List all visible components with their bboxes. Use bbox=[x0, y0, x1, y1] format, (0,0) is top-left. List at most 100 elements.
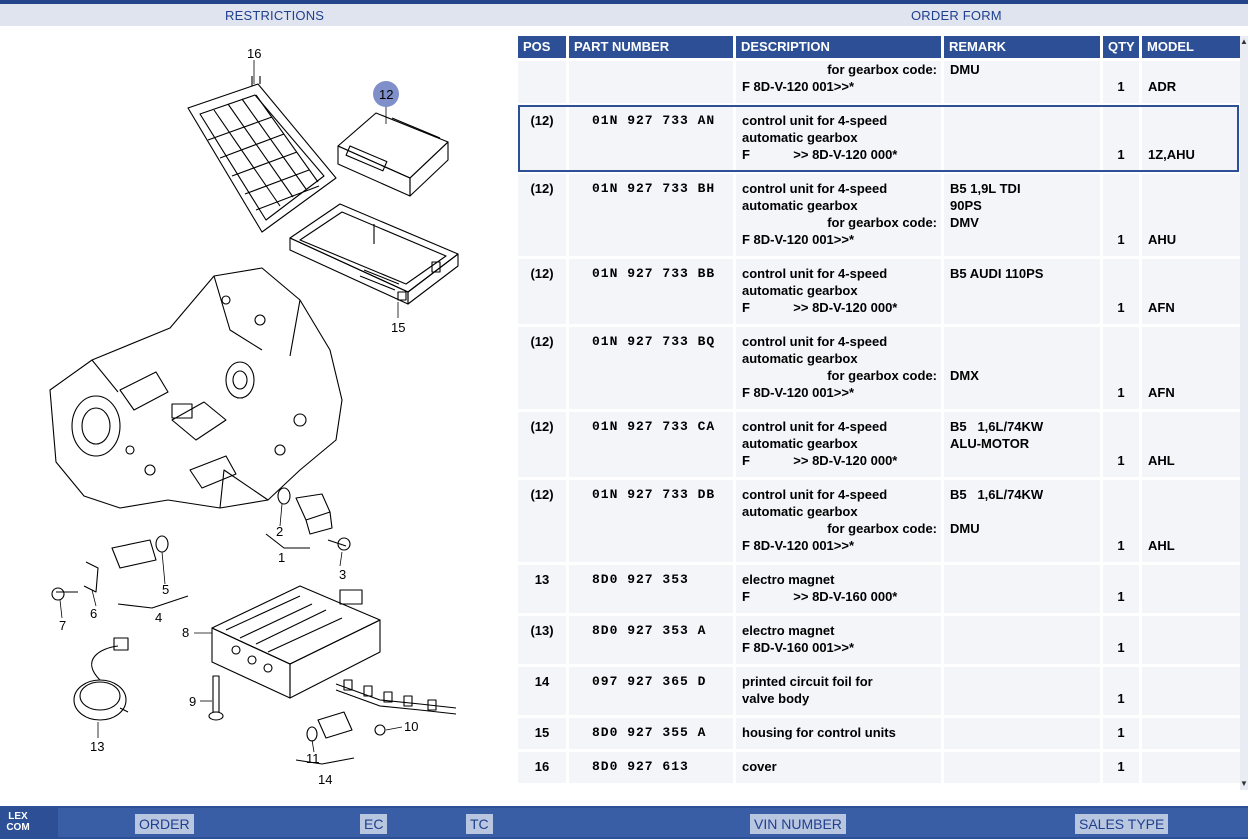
cell-description[interactable]: cover bbox=[736, 752, 941, 783]
part-bolt[interactable] bbox=[208, 675, 224, 721]
vin-number-button[interactable]: VIN NUMBER bbox=[750, 814, 846, 834]
cell-remark[interactable] bbox=[944, 616, 1100, 664]
cell-qty[interactable]: 1 bbox=[1103, 752, 1139, 783]
cell-remark[interactable]: B5 AUDI 110PS bbox=[944, 259, 1100, 324]
callout-14[interactable]: 14 bbox=[318, 772, 332, 787]
callout-13[interactable]: 13 bbox=[90, 739, 104, 754]
cell-remark[interactable] bbox=[944, 565, 1100, 613]
cell-qty[interactable]: 1 bbox=[1103, 565, 1139, 613]
cell-pos[interactable]: 15 bbox=[518, 718, 566, 749]
cell-pos[interactable]: (13) bbox=[518, 616, 566, 664]
col-header-part-number[interactable]: PART NUMBER bbox=[569, 36, 733, 58]
cell-pos[interactable]: (12) bbox=[518, 480, 566, 562]
cell-qty[interactable]: 1 bbox=[1103, 667, 1139, 715]
cell-qty[interactable]: 1 bbox=[1103, 718, 1139, 749]
cell-qty[interactable]: 1 bbox=[1103, 259, 1139, 324]
col-header-description[interactable]: DESCRIPTION bbox=[736, 36, 941, 58]
col-header-remark[interactable]: REMARK bbox=[944, 36, 1100, 58]
cell-description[interactable]: housing for control units bbox=[736, 718, 941, 749]
cell-remark[interactable] bbox=[944, 752, 1100, 783]
scroll-up-icon[interactable]: ▲ bbox=[1240, 37, 1248, 46]
cell-pos[interactable]: (12) bbox=[518, 174, 566, 256]
cell-part-number[interactable]: 01N 927 733 BH bbox=[569, 174, 733, 256]
sales-type-button[interactable]: SALES TYPE bbox=[1075, 814, 1169, 834]
cell-pos[interactable]: (12) bbox=[518, 412, 566, 477]
part-electro-magnet[interactable] bbox=[73, 637, 129, 721]
callout-16[interactable]: 16 bbox=[247, 46, 261, 61]
cell-part-number[interactable]: 01N 927 733 BQ bbox=[569, 327, 733, 409]
cell-model[interactable] bbox=[1142, 616, 1240, 664]
col-header-qty[interactable]: QTY bbox=[1103, 36, 1139, 58]
cell-model[interactable]: AFN bbox=[1142, 327, 1240, 409]
order-button[interactable]: ORDER bbox=[135, 814, 194, 834]
cell-remark[interactable]: DMU bbox=[944, 61, 1100, 103]
cell-model[interactable] bbox=[1142, 565, 1240, 613]
cell-remark[interactable] bbox=[944, 667, 1100, 715]
cell-model[interactable] bbox=[1142, 718, 1240, 749]
restrictions-link[interactable]: RESTRICTIONS bbox=[225, 8, 325, 23]
callout-11[interactable]: 11 bbox=[306, 751, 320, 766]
cell-part-number[interactable]: 8D0 927 353 A bbox=[569, 616, 733, 664]
part-speed-sensor[interactable] bbox=[265, 487, 351, 551]
callout-2[interactable]: 2 bbox=[276, 524, 283, 539]
tc-button[interactable]: TC bbox=[466, 814, 493, 834]
cell-model[interactable]: 1Z,AHU bbox=[1142, 106, 1240, 171]
cell-part-number[interactable] bbox=[569, 61, 733, 103]
cell-pos[interactable]: (12) bbox=[518, 259, 566, 324]
cell-part-number[interactable]: 8D0 927 355 A bbox=[569, 718, 733, 749]
part-circuit-foil[interactable] bbox=[295, 679, 457, 765]
col-header-model[interactable]: MODEL bbox=[1142, 36, 1240, 58]
callout-5[interactable]: 5 bbox=[162, 582, 169, 597]
cell-remark[interactable] bbox=[944, 106, 1100, 171]
cell-qty[interactable]: 1 bbox=[1103, 106, 1139, 171]
cell-pos[interactable]: (12) bbox=[518, 106, 566, 171]
cell-pos[interactable]: 13 bbox=[518, 565, 566, 613]
cell-model[interactable]: AFN bbox=[1142, 259, 1240, 324]
callout-3[interactable]: 3 bbox=[339, 567, 346, 582]
cell-qty[interactable]: 1 bbox=[1103, 327, 1139, 409]
callout-12[interactable]: 12 bbox=[379, 87, 393, 102]
cell-part-number[interactable]: 01N 927 733 DB bbox=[569, 480, 733, 562]
cell-remark[interactable] bbox=[944, 718, 1100, 749]
callout-6[interactable]: 6 bbox=[90, 606, 97, 621]
cell-qty[interactable]: 1 bbox=[1103, 480, 1139, 562]
callout-1[interactable]: 1 bbox=[278, 550, 285, 565]
callout-4[interactable]: 4 bbox=[155, 610, 162, 625]
cell-remark[interactable]: DMX bbox=[944, 327, 1100, 409]
part-housing[interactable] bbox=[289, 203, 459, 305]
scroll-down-icon[interactable]: ▼ bbox=[1240, 779, 1248, 788]
cell-qty[interactable]: 1 bbox=[1103, 174, 1139, 256]
callout-15[interactable]: 15 bbox=[391, 320, 405, 335]
cell-qty[interactable]: 1 bbox=[1103, 61, 1139, 103]
cell-part-number[interactable]: 01N 927 733 BB bbox=[569, 259, 733, 324]
callout-7[interactable]: 7 bbox=[59, 618, 66, 633]
col-header-pos[interactable]: POS bbox=[518, 36, 566, 58]
callout-10[interactable]: 10 bbox=[404, 719, 418, 734]
ec-button[interactable]: EC bbox=[360, 814, 388, 834]
cell-model[interactable]: AHL bbox=[1142, 480, 1240, 562]
cell-part-number[interactable]: 8D0 927 353 bbox=[569, 565, 733, 613]
cell-part-number[interactable]: 01N 927 733 AN bbox=[569, 106, 733, 171]
cell-model[interactable]: AHL bbox=[1142, 412, 1240, 477]
part-valve-body[interactable] bbox=[211, 585, 381, 699]
cell-model[interactable] bbox=[1142, 752, 1240, 783]
cell-model[interactable]: AHU bbox=[1142, 174, 1240, 256]
table-scrollbar[interactable]: ▲ ▼ bbox=[1240, 36, 1248, 790]
cell-model[interactable]: ADR bbox=[1142, 61, 1240, 103]
cell-pos[interactable]: 14 bbox=[518, 667, 566, 715]
cell-model[interactable] bbox=[1142, 667, 1240, 715]
cell-pos[interactable]: 16 bbox=[518, 752, 566, 783]
callout-highlight[interactable] bbox=[373, 81, 399, 107]
cell-part-number[interactable]: 097 927 365 D bbox=[569, 667, 733, 715]
